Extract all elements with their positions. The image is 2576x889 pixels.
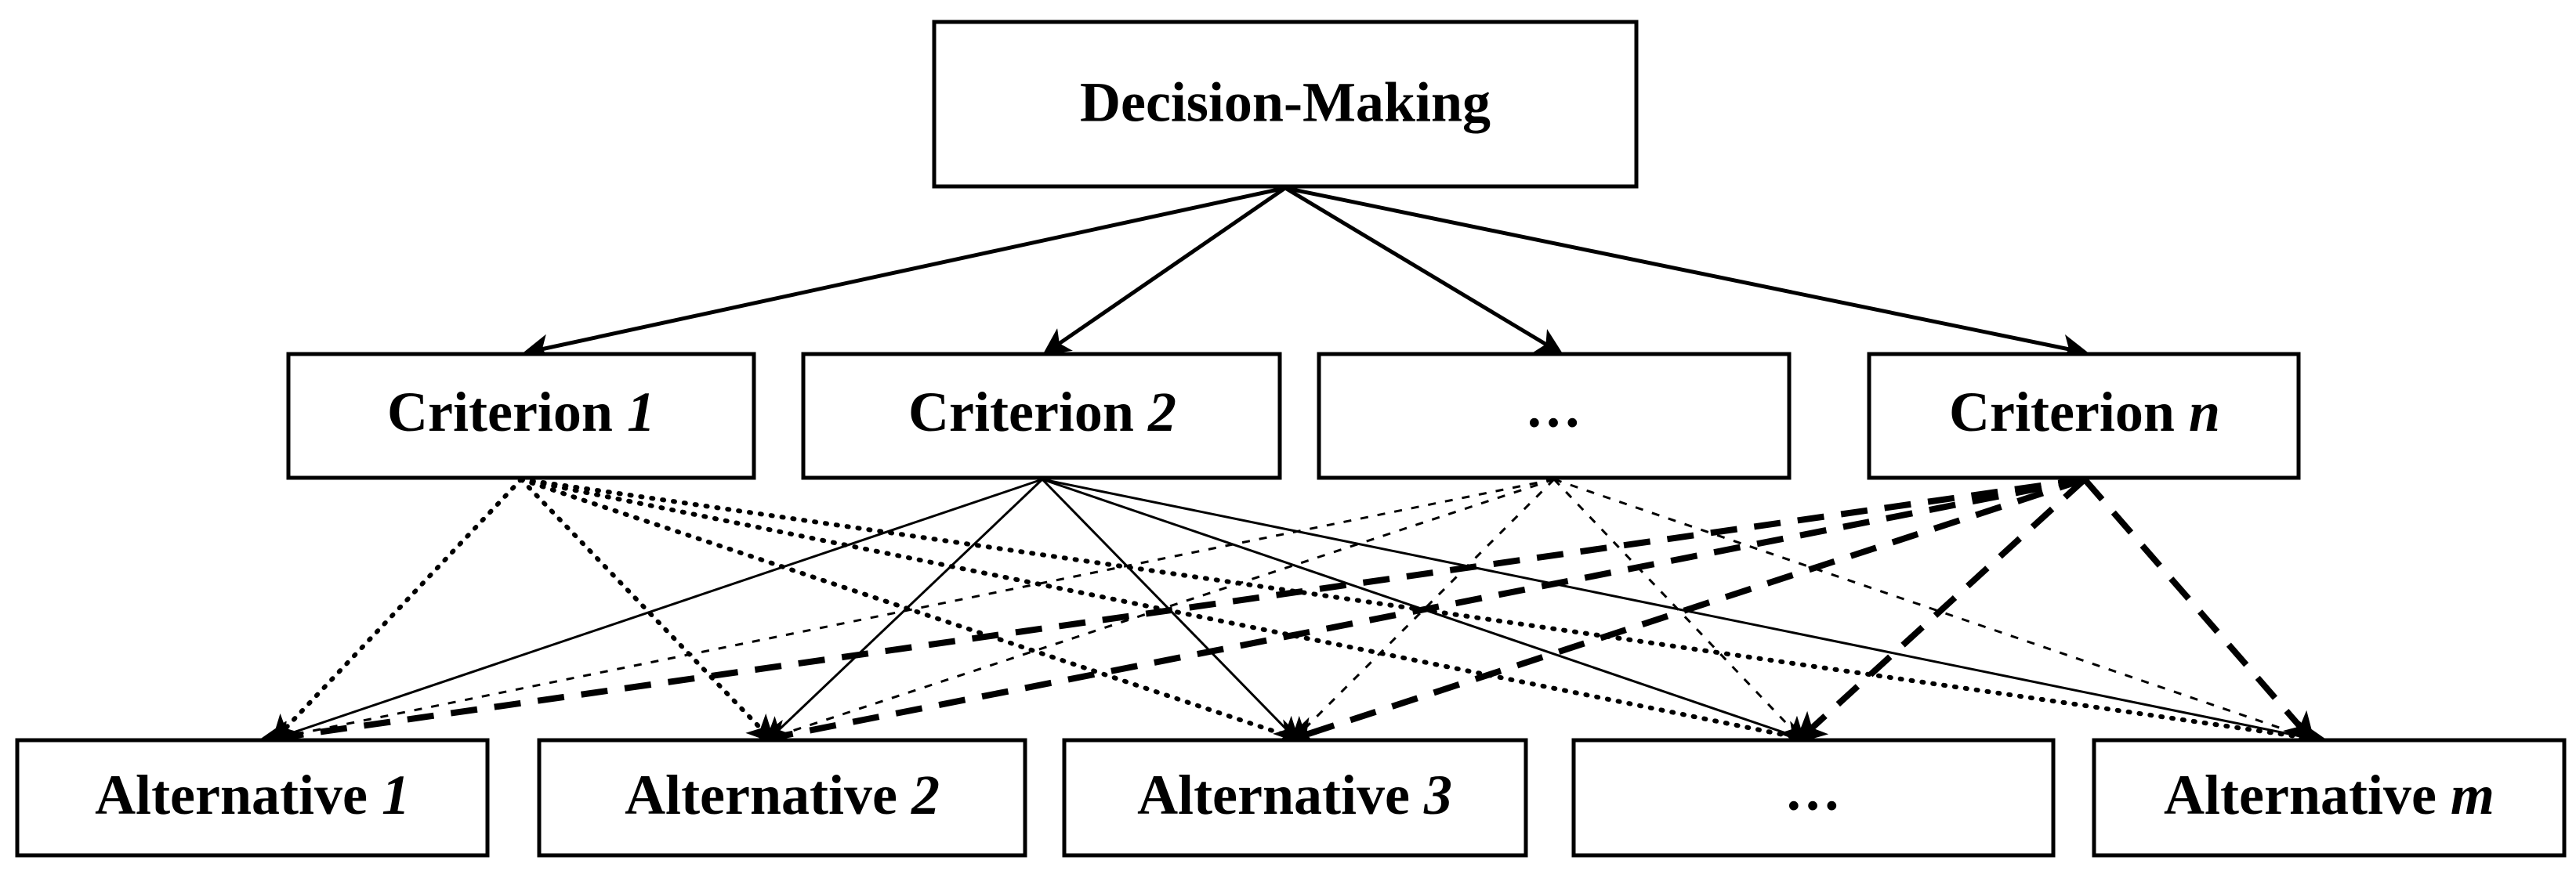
node-alternative-2-label: Alternative 2 (625, 764, 940, 826)
node-criterion-1-label: Criterion 1 (387, 381, 655, 443)
node-alternative-1[interactable]: Alternative 1 (15, 738, 490, 858)
edges-from-criterion-2 (266, 478, 2324, 749)
edges-from-criterion-n (257, 476, 2316, 753)
node-alternative-3-label: Alternative 3 (1137, 764, 1452, 826)
node-decision-making-label: Decision-Making (1080, 71, 1491, 134)
node-alternative-ellipsis[interactable]: … (1571, 738, 2056, 858)
node-criterion-n-label: Criterion n (1949, 381, 2220, 443)
edges-from-goal (522, 186, 2089, 362)
node-criterion-2-label: Criterion 2 (908, 381, 1176, 443)
node-alternative-m-label: Alternative m (2164, 764, 2494, 826)
node-alternative-3[interactable]: Alternative 3 (1062, 738, 1528, 858)
node-criterion-ellipsis[interactable]: … (1317, 352, 1792, 480)
edges-from-criterion-1 (270, 477, 2328, 751)
node-alternative-2[interactable]: Alternative 2 (537, 738, 1027, 858)
node-criterion-2[interactable]: Criterion 2 (801, 352, 1282, 480)
node-decision-making[interactable]: Decision-Making (932, 20, 1639, 189)
node-criterion-ellipsis-label: … (1525, 377, 1583, 439)
node-alternative-m[interactable]: Alternative m (2092, 738, 2567, 858)
node-alternative-1-label: Alternative 1 (95, 764, 410, 826)
edges-from-criterion-ellipsis (262, 478, 2321, 749)
node-criterion-1[interactable]: Criterion 1 (286, 352, 756, 480)
node-alternative-ellipsis-label: … (1784, 760, 1842, 822)
node-criterion-n[interactable]: Criterion n (1867, 352, 2301, 480)
